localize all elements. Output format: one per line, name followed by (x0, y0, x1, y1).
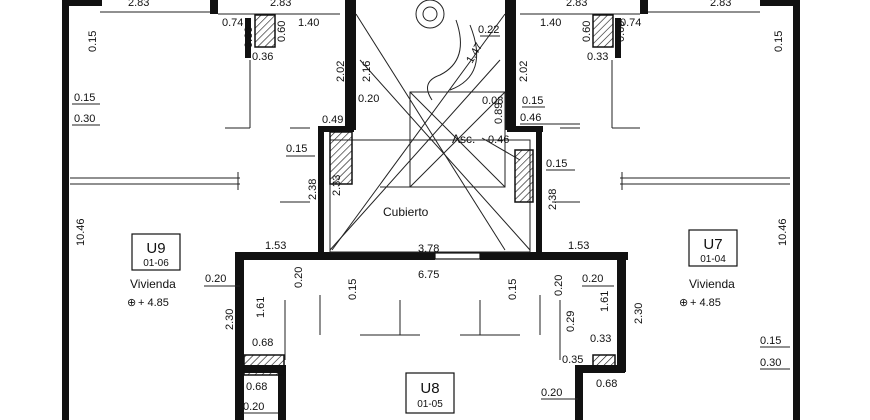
dim: 2.02 (518, 61, 530, 82)
dim: 2.33 (331, 175, 343, 196)
dimension-labels: 2.83 2.83 2.83 2.83 0.74 1.40 1.40 0.74 … (74, 0, 781, 413)
dim: 2.16 (361, 61, 373, 82)
dim: 0.20 (205, 273, 226, 285)
dim: 2.30 (224, 309, 236, 330)
dim: 0.30 (74, 113, 95, 125)
dim: 6.75 (418, 269, 439, 281)
dim: 0.46 (520, 112, 541, 124)
dim: 10.46 (777, 218, 789, 246)
dim: 0.60 (276, 21, 288, 42)
dim: 0.20 (553, 275, 565, 296)
dim: 0.74 (222, 17, 243, 29)
dim: 0.46 (488, 134, 509, 146)
dim: 0.60 (581, 21, 593, 42)
dim: 1.53 (568, 240, 589, 252)
dim: 0.15 (773, 31, 785, 52)
dim: 0.15 (87, 31, 99, 52)
dim: 0.15 (507, 279, 519, 300)
dim: 0.36 (252, 51, 273, 63)
dim: 0.15 (760, 335, 781, 347)
dim: 0.49 (322, 114, 343, 126)
core-walls (235, 0, 628, 420)
level-symbol-icon: ⊕ (679, 297, 688, 309)
unit-code: U8 (420, 380, 439, 397)
unit-code: U7 (703, 236, 722, 253)
dim: 0.20 (243, 401, 264, 413)
dim: 1.40 (298, 17, 319, 29)
dim: 2.38 (307, 179, 319, 200)
unit-level: + 4.85 (690, 297, 721, 309)
dim: 1.40 (540, 17, 561, 29)
shafts (243, 14, 621, 376)
dim: 0.20 (358, 93, 379, 105)
unit-number: 01-06 (143, 258, 169, 269)
dim: 0.60 (243, 27, 255, 48)
partitions (70, 60, 790, 360)
dim: 2.30 (633, 303, 645, 324)
dim: 2.83 (566, 0, 587, 9)
dim: 0.68 (246, 381, 267, 393)
dim: 0.30 (760, 357, 781, 369)
dim: 0.22 (478, 24, 499, 36)
dim: 0.15 (347, 279, 359, 300)
outer-walls (62, 0, 800, 420)
dim: 0.74 (620, 17, 641, 29)
dim: 2.83 (270, 0, 291, 9)
dim: 0.33 (590, 333, 611, 345)
dim: 1.53 (265, 240, 286, 252)
unit-use: Vivienda (689, 277, 735, 291)
unit-use: Vivienda (130, 277, 176, 291)
leader-lines (72, 35, 790, 414)
dim: 0.15 (74, 92, 95, 104)
elevator-label: Asc. (452, 132, 475, 146)
dim: 0.08 (482, 95, 503, 107)
dim: 0.29 (565, 311, 577, 332)
dim: 0.35 (562, 354, 583, 366)
dim: 2.83 (710, 0, 731, 9)
unit-u8: U8 01-05 (405, 372, 455, 414)
unit-code: U9 (146, 240, 165, 257)
dim: 0.68 (252, 337, 273, 349)
dim: 0.68 (596, 378, 617, 390)
dim: 0.89 (493, 103, 505, 124)
dimension-labels-vertical: 0.15 0.15 0.60 0.60 0.60 0.60 2.02 2.16 … (75, 21, 789, 332)
dim: 0.20 (541, 387, 562, 399)
dim: 1.61 (255, 297, 267, 318)
unit-level: + 4.85 (138, 297, 169, 309)
dim: 0.15 (546, 158, 567, 170)
dim: 2.02 (335, 61, 347, 82)
level-symbol-icon: ⊕ (127, 297, 136, 309)
dim: 2.83 (128, 0, 149, 9)
dim: 0.20 (293, 267, 305, 288)
dim: 0.60 (615, 21, 627, 42)
dim: 0.20 (582, 273, 603, 285)
dim: 3.78 (418, 243, 439, 255)
unit-number: 01-05 (417, 399, 443, 410)
dim: 1.61 (599, 291, 611, 312)
dim: 0.33 (587, 51, 608, 63)
stair-area (329, 0, 531, 253)
dim: 10.46 (75, 218, 87, 246)
covered-label: Cubierto (383, 205, 429, 219)
dim: 2.38 (547, 189, 559, 210)
unit-u7: U7 01-04 Vivienda ⊕ + 4.85 (679, 229, 738, 309)
unit-u9: U9 01-06 Vivienda ⊕ + 4.85 (127, 233, 181, 309)
unit-number: 01-04 (700, 254, 726, 265)
dim: 0.15 (286, 143, 307, 155)
dim: 0.15 (522, 95, 543, 107)
